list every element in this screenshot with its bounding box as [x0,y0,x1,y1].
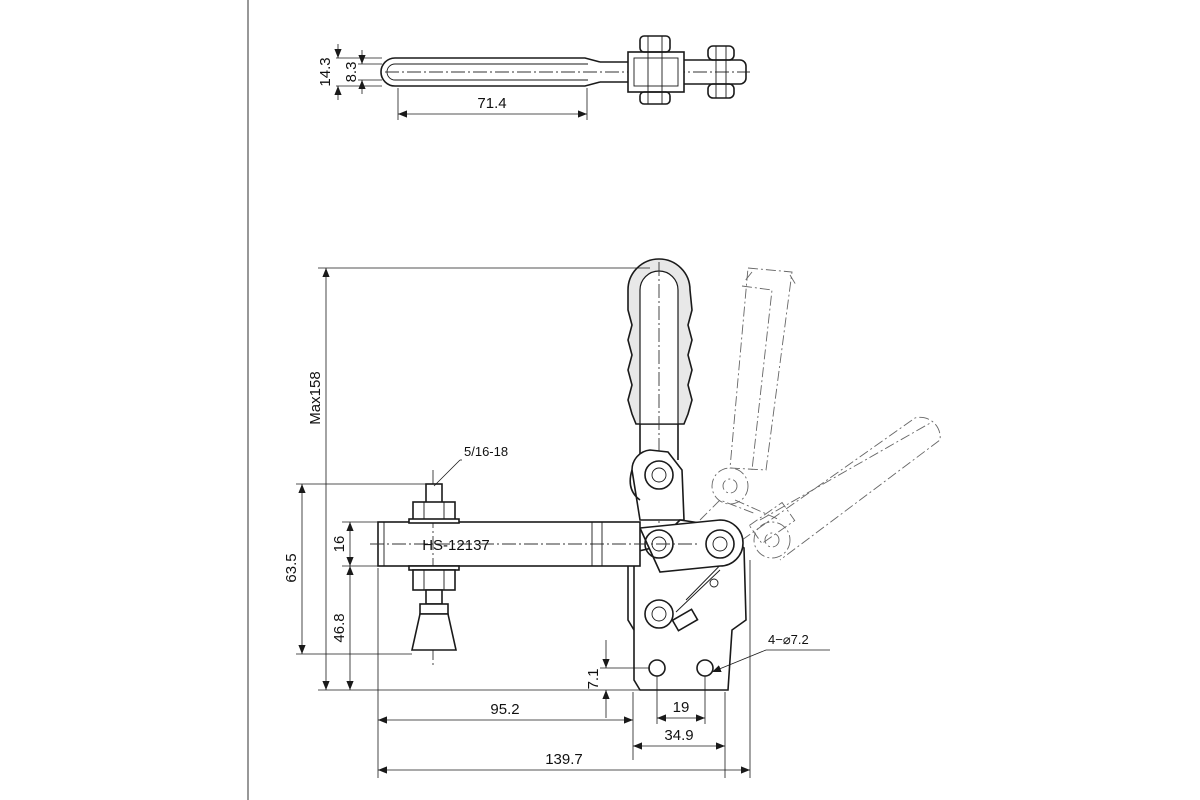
dim-overall-length: 139.7 [545,751,583,768]
dim-holes: 4−⌀7.2 [768,632,809,647]
dim-hole-spacing: 19 [673,699,690,716]
dim-base-offset: 7.1 [585,669,602,690]
dim-thread: 5/16-18 [464,444,508,459]
dim-top-height-outer: 14.3 [317,57,334,86]
dim-max-height: Max158 [307,371,324,424]
dim-base-height: 46.8 [331,613,348,642]
model-label: HS-12137 [422,537,490,554]
dim-spindle-height: 63.5 [283,553,300,582]
ghost-positions [699,267,941,561]
dim-base-width: 34.9 [664,727,693,744]
dim-handle-length: 71.4 [477,95,506,112]
dim-top-height-inner: 8.3 [343,62,360,83]
top-view: 14.3 8.3 71.4 [317,35,750,120]
dim-reach: 95.2 [490,701,519,718]
side-view: HS-12137 Max158 63.5 [283,258,941,778]
spindle [408,470,460,668]
dim-bar-height: 16 [331,536,348,553]
